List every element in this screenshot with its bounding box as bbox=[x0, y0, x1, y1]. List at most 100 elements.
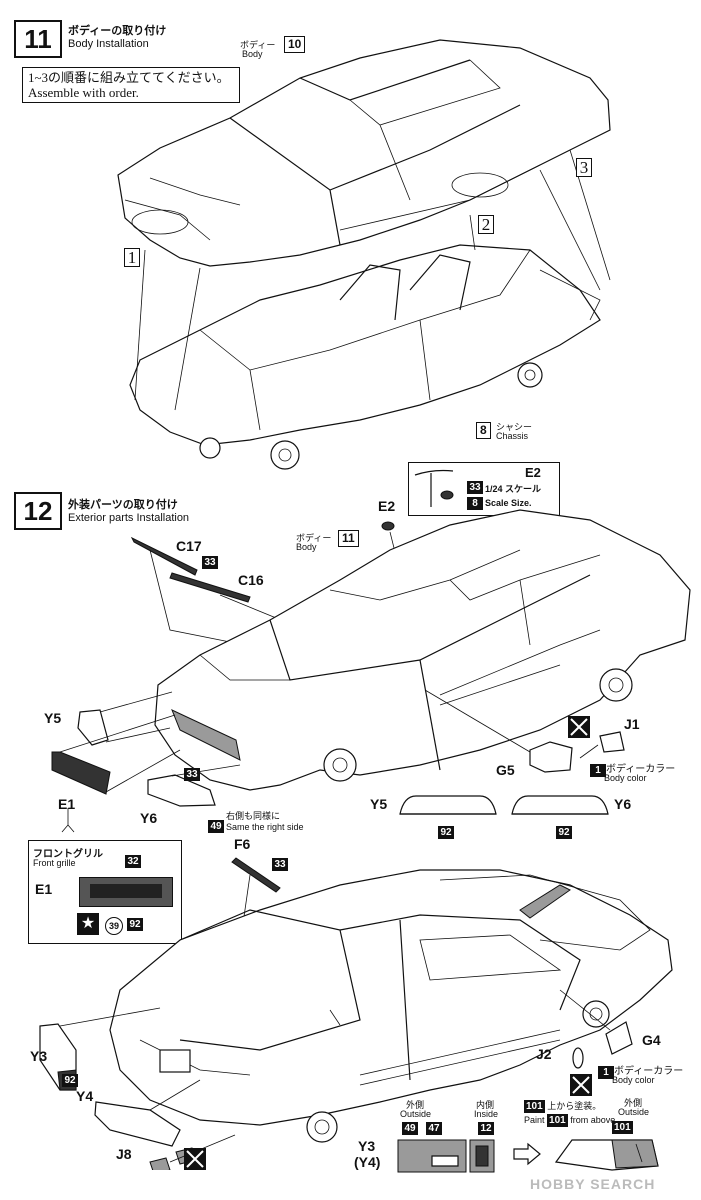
outside2-jp: 外側 bbox=[624, 1098, 643, 1108]
body2-label-en: Body bbox=[296, 542, 317, 552]
y6-label: Y6 bbox=[140, 810, 158, 826]
body-installation-drawing bbox=[117, 39, 611, 470]
chassis-ref-8: 8 bbox=[476, 422, 491, 439]
grille-box-color-92: 92 bbox=[127, 918, 143, 931]
note-jp: 1~3の順番に組み立ててください。 bbox=[28, 70, 230, 85]
wiper-f6 bbox=[231, 857, 281, 893]
painted-lens-drawing bbox=[554, 1139, 659, 1171]
y4-label: Y4 bbox=[76, 1088, 94, 1104]
right-side-jp: 右側も同様に bbox=[226, 811, 281, 821]
j8-clear-icon bbox=[184, 1148, 206, 1170]
g4-color-jp: ボディーカラー bbox=[614, 1066, 684, 1077]
lens-detail-label2: (Y4) bbox=[354, 1154, 381, 1170]
mirror-color-jp: ボディーカラー bbox=[606, 764, 676, 775]
exterior-rear-drawing bbox=[39, 857, 673, 1170]
step-12-title-jp: 外装パーツの取り付け bbox=[68, 499, 178, 511]
y3-color-92: 92 bbox=[62, 1074, 78, 1087]
c16-label: C16 bbox=[238, 572, 264, 588]
paint-jp: 上から塗装。 bbox=[547, 1101, 602, 1111]
mirror-color-ref-1: 1 bbox=[590, 764, 606, 777]
wiper-c16 bbox=[169, 572, 251, 603]
wiper-color-33: 33 bbox=[202, 556, 218, 569]
body-shell bbox=[117, 39, 611, 267]
e1-label: E1 bbox=[58, 796, 76, 812]
e2-marker-drawing bbox=[414, 469, 454, 507]
assembly-order-note: 1~3の順番に組み立ててください。 Assemble with order. bbox=[22, 67, 240, 103]
body2-label-jp: ボディー bbox=[296, 533, 332, 543]
clear-part-icon bbox=[568, 716, 590, 738]
chassis bbox=[129, 244, 601, 446]
outside2-en: Outside bbox=[618, 1107, 650, 1117]
outside2-ref-101: 101 bbox=[612, 1121, 633, 1134]
paint-ref-101: 101 bbox=[524, 1100, 545, 1113]
y5-lens-label: Y5 bbox=[370, 796, 388, 812]
g5-label: G5 bbox=[496, 762, 515, 778]
grille-part-drawing bbox=[79, 877, 173, 907]
e2-color-33: 33 bbox=[467, 481, 483, 494]
j2-label: J2 bbox=[536, 1046, 552, 1062]
mirror-j1 bbox=[599, 731, 625, 753]
g4-color-ref-1: 1 bbox=[598, 1066, 614, 1079]
paint-note-en: Paint 101 from above. bbox=[524, 1114, 618, 1127]
arrow-icon bbox=[513, 1142, 541, 1166]
step-11-number: 11 bbox=[14, 20, 62, 58]
y3-label: Y3 bbox=[30, 1048, 48, 1064]
y5-light bbox=[77, 709, 109, 746]
grille-box-title-en: Front grille bbox=[33, 858, 76, 868]
e2-detail-box: E2 33 1/24 スケール 8 Scale Size. bbox=[408, 462, 560, 516]
y6-lens-drawing bbox=[511, 795, 609, 815]
guide-line-2 bbox=[469, 214, 476, 251]
c17-label: C17 bbox=[176, 538, 202, 554]
y6-light bbox=[147, 774, 216, 807]
lens-j2 bbox=[572, 1047, 584, 1069]
paint-en-pre: Paint bbox=[524, 1115, 545, 1125]
e2-label: E2 bbox=[378, 498, 396, 514]
body-label-jp: ボディー bbox=[240, 40, 276, 50]
body-label-en: Body bbox=[242, 49, 263, 59]
paint-ref-101-en: 101 bbox=[547, 1114, 568, 1127]
lens-detail-label: Y3 bbox=[358, 1138, 376, 1154]
inside-ref-12: 12 bbox=[478, 1122, 494, 1135]
y5-label: Y5 bbox=[44, 710, 62, 726]
watermark: HOBBY SEARCH bbox=[530, 1176, 655, 1192]
grille-box-color-32: 32 bbox=[125, 855, 141, 868]
grille-box-color-39: 39 bbox=[105, 917, 123, 935]
inside-en: Inside bbox=[474, 1109, 499, 1119]
grille-color-33: 33 bbox=[184, 768, 200, 781]
paint-note: 101 上から塗装。 bbox=[524, 1099, 601, 1113]
j2-clear-icon bbox=[570, 1074, 592, 1096]
star-icon: ★ bbox=[77, 913, 99, 935]
step-12-title-en: Exterior parts Installation bbox=[68, 512, 190, 524]
g4-label: G4 bbox=[642, 1032, 661, 1048]
g4-color-en: Body color bbox=[612, 1075, 655, 1085]
body-ref-10: 10 bbox=[284, 36, 306, 53]
order-number-2: 2 bbox=[478, 215, 494, 234]
paint-en-post: from above. bbox=[570, 1115, 618, 1125]
y4-light bbox=[94, 1101, 181, 1147]
right-side-ref-49: 49 bbox=[208, 820, 224, 833]
step-11-title-jp: ボディーの取り付け bbox=[68, 25, 167, 37]
inside-jp: 内側 bbox=[476, 1100, 495, 1110]
step-12-number: 12 bbox=[14, 492, 62, 530]
exhaust-j8 bbox=[149, 1157, 171, 1170]
lens-detail-drawing bbox=[397, 1139, 495, 1173]
car-rear-body bbox=[109, 869, 673, 1126]
outside-jp: 外側 bbox=[406, 1100, 425, 1110]
y5-lens-drawing bbox=[399, 795, 497, 815]
chassis-label-en: Chassis bbox=[496, 431, 529, 441]
guide-line-3 bbox=[539, 169, 601, 291]
outside-ref-47: 47 bbox=[426, 1122, 442, 1135]
guide-line-1 bbox=[134, 249, 146, 401]
j1-label: J1 bbox=[624, 716, 640, 732]
mirror-color-en: Body color bbox=[604, 773, 647, 783]
grille-area bbox=[171, 709, 241, 761]
order-number-1: 1 bbox=[124, 248, 140, 267]
body-ref-11: 11 bbox=[338, 530, 359, 547]
f6-color-33: 33 bbox=[272, 858, 288, 871]
y6-lens-label: Y6 bbox=[614, 796, 632, 812]
e2-detail-part: E2 bbox=[525, 465, 541, 480]
mirror-g4 bbox=[605, 1021, 633, 1055]
e2-scale-en: Scale Size. bbox=[485, 498, 532, 508]
wiper-c17 bbox=[130, 536, 198, 576]
outside-en: Outside bbox=[400, 1109, 432, 1119]
